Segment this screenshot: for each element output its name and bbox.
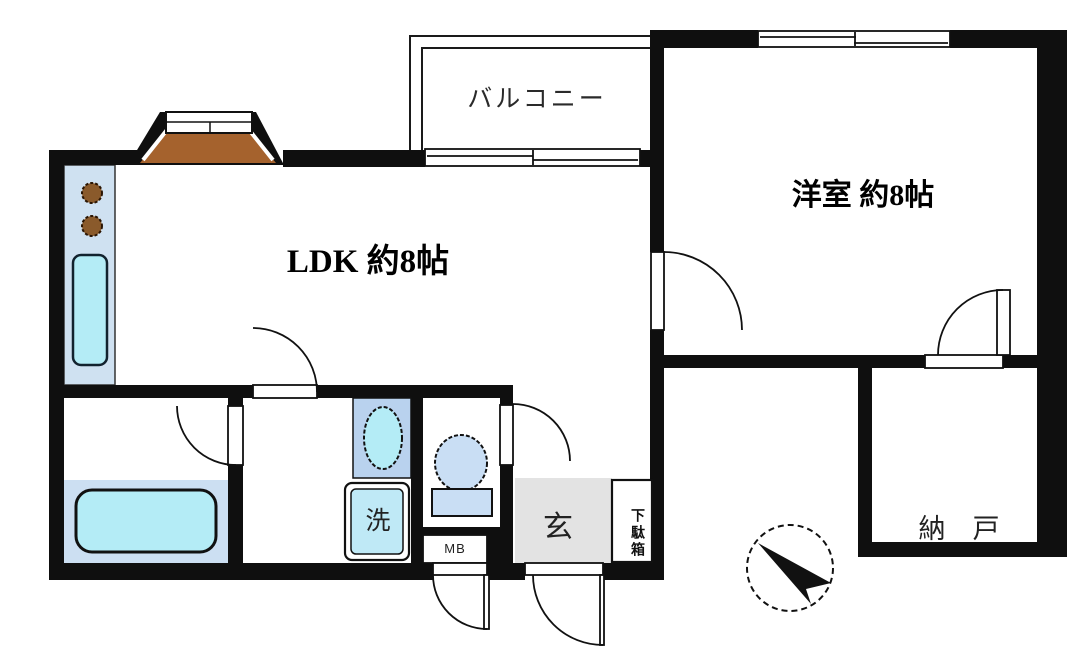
- room-label-entrance: 玄: [543, 511, 573, 544]
- mb-right-wall: [487, 527, 513, 563]
- door-leaf: [227, 405, 244, 466]
- room-label-western-room: 洋室 約8帖: [791, 179, 935, 212]
- meter-box-door: [432, 562, 490, 630]
- wash-toilet-wall: [411, 398, 423, 563]
- toilet-room: [431, 434, 493, 517]
- toilet-mb-wall: [411, 527, 500, 535]
- ldk-balcony-window: [424, 148, 641, 167]
- bath-wash-wall-b: [228, 465, 243, 580]
- bay-window: [128, 111, 284, 165]
- washroom: [343, 397, 412, 562]
- shoe-cabinet-label: 下駄箱: [630, 507, 646, 559]
- bathroom-door: [176, 405, 244, 466]
- entrance-floor: [515, 478, 612, 563]
- bathtub-icon: [74, 488, 218, 554]
- washing-machine-icon: [350, 488, 404, 555]
- bathroom: [64, 480, 228, 563]
- door-arc: [532, 574, 604, 646]
- divider-wall-upper: [650, 33, 664, 252]
- door-threshold: [432, 562, 488, 576]
- door-arc: [176, 405, 237, 466]
- outer-wall-bottom-a: [49, 563, 433, 580]
- storage-label-line2: 2 帖: [878, 654, 1040, 664]
- door-leaf: [996, 289, 1011, 356]
- room-label-storage: 納 戸 2 帖: [878, 404, 1040, 664]
- outer-wall-top-c: [640, 150, 652, 167]
- outer-wall-bottom-b: [487, 563, 525, 580]
- compass-icon: [746, 524, 834, 612]
- storage-bottom-wall: [858, 542, 1067, 557]
- toilet-bowl-icon: [434, 434, 488, 492]
- door-leaf: [599, 574, 605, 646]
- stove-burner-icon: [81, 215, 103, 237]
- washroom-door: [252, 327, 318, 399]
- outer-wall-top-a: [49, 150, 137, 165]
- door-leaf: [252, 384, 318, 399]
- western-room-top-wall-a: [650, 30, 758, 48]
- kitchen-counter: [63, 164, 116, 386]
- western-room-window: [757, 30, 951, 48]
- kitchen-sink-icon: [71, 253, 109, 367]
- toilet-hall-wall-b: [500, 465, 513, 527]
- balcony-outline: [409, 35, 652, 162]
- western-room-south-wall-b: [1003, 355, 1037, 368]
- door-threshold: [924, 354, 1004, 369]
- outer-wall-bottom-c: [603, 563, 664, 580]
- door-arc: [663, 251, 743, 331]
- toilet-door: [499, 403, 571, 466]
- door-arc: [937, 289, 1004, 356]
- storage-left-wall: [858, 368, 872, 557]
- compass-needle: [758, 543, 831, 604]
- door-arc: [512, 403, 571, 462]
- bath-wash-wall-a: [228, 398, 243, 406]
- toilet-hall-wall-a: [500, 398, 513, 405]
- western-room-south-wall-a: [664, 355, 925, 368]
- storage-label-line1: 納 戸: [918, 514, 1000, 544]
- washbasin-icon: [363, 406, 403, 470]
- ldk-south-wall-b: [317, 385, 513, 398]
- door-arc: [252, 327, 318, 393]
- ldk-south-wall-a: [64, 385, 253, 398]
- door-leaf: [499, 404, 514, 466]
- entrance-door: [524, 562, 605, 646]
- meter-box: [422, 534, 488, 564]
- room-label-ldk: LDK 約8帖: [286, 244, 450, 280]
- divider-wall-lower: [650, 330, 664, 580]
- stove-burner-icon: [81, 182, 103, 204]
- door-arc: [432, 574, 488, 630]
- outer-wall-left: [49, 150, 64, 580]
- meter-box-label: MB: [444, 541, 466, 556]
- room-label-balcony: バルコニー: [467, 85, 607, 113]
- door-threshold: [524, 562, 604, 576]
- outer-wall-top-b: [283, 150, 425, 167]
- shoe-cabinet-box: [610, 478, 654, 564]
- outer-wall-right: [1037, 30, 1067, 557]
- western-room-door: [650, 251, 743, 331]
- door-leaf: [650, 251, 665, 331]
- toilet-tank-icon: [431, 488, 493, 517]
- storage-door: [924, 289, 1011, 369]
- bay-window-sill: [140, 131, 276, 163]
- walls: [49, 30, 1067, 580]
- washing-machine-label: 洗: [365, 507, 391, 535]
- door-leaf: [483, 574, 490, 630]
